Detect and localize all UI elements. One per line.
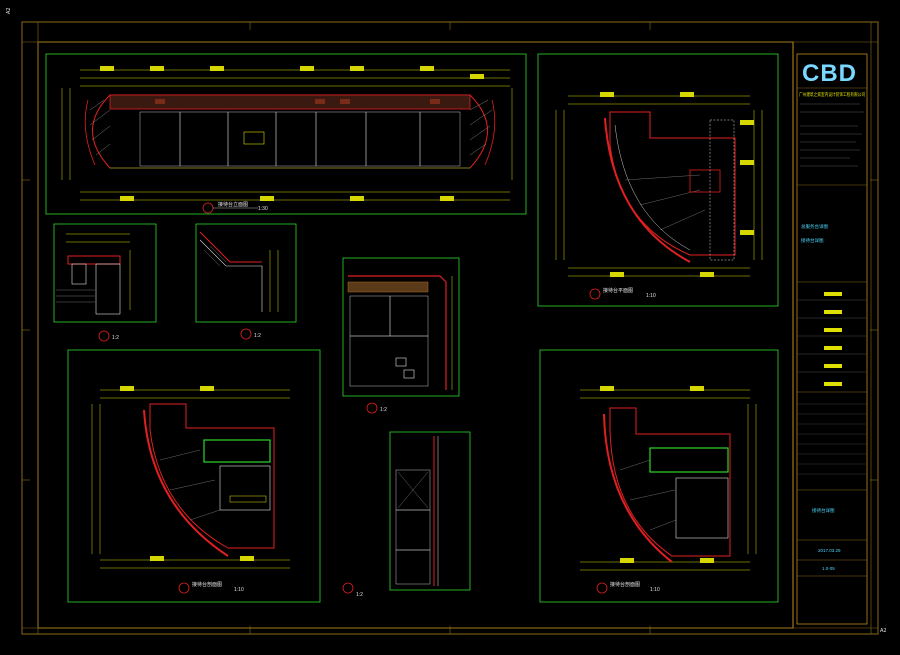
detail-view-4: 1:2: [342, 431, 471, 598]
title-block: CBD 广州建筑之家室内设计装饰工程有限公司 总服务台详图 接待台详图 接待台详…: [796, 53, 868, 625]
detail2-scale: 1:2: [254, 333, 261, 339]
detail-view-3: 1:2: [342, 257, 460, 414]
project-line-2: 接待台详图: [801, 237, 824, 244]
detail3-scale: 1:2: [380, 407, 387, 413]
plan-view-2: 接待台剖面图 1:10: [67, 349, 321, 603]
plan-view-3: 接待台剖面图 1:10: [539, 349, 779, 603]
elevation-view: 接待台立面图 1:30: [45, 53, 527, 215]
drawing-title: 接待台详图: [812, 507, 835, 514]
drawing-date: 2017.03.29: [818, 548, 841, 553]
plan-view-1: 接待台平面图 1:10: [537, 53, 779, 307]
company-logo: CBD: [800, 57, 864, 87]
logo-mark: CBD: [802, 60, 857, 87]
plan2-scale: 1:10: [234, 587, 244, 593]
sheet-size-label-bottom: A2: [880, 628, 887, 634]
company-name: 广州建筑之家室内设计装饰工程有限公司: [799, 91, 865, 98]
elevation-title: 接待台立面图: [218, 201, 248, 208]
sheet-size-label-top: A2: [6, 7, 12, 14]
plan3-title: 接待台剖面图: [610, 581, 640, 588]
detail-view-1: 1:2: [53, 223, 157, 342]
detail4-scale: 1:2: [356, 592, 363, 598]
plan1-scale: 1:10: [646, 293, 656, 299]
plan2-title: 接待台剖面图: [192, 581, 222, 588]
project-line-1: 总服务台详图: [801, 223, 828, 230]
elevation-scale: 1:30: [258, 206, 268, 212]
outer-border: [21, 21, 879, 635]
detail-view-2: 1:2: [195, 223, 297, 340]
plan3-scale: 1:10: [650, 587, 660, 593]
detail1-scale: 1:2: [112, 335, 119, 341]
sheet-number: 1.0-05: [822, 566, 835, 571]
inner-border: [37, 41, 794, 629]
plan1-title: 接待台平面图: [603, 287, 633, 294]
